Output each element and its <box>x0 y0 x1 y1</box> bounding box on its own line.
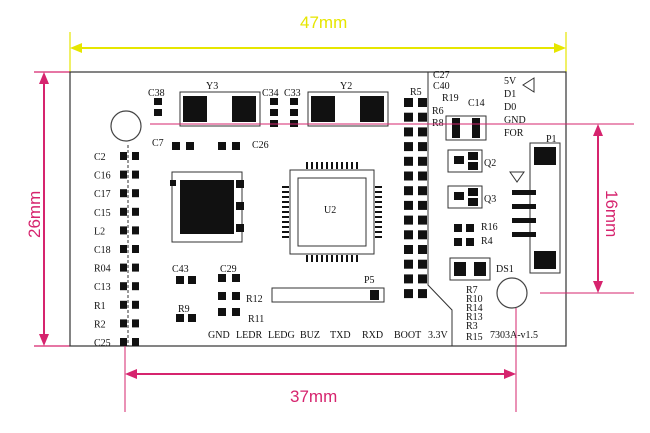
width-dimension <box>69 32 567 72</box>
crystal-y3 <box>179 91 261 127</box>
transistor-q2 <box>447 149 483 173</box>
label-c33: C33 <box>284 88 301 99</box>
small-ic-left <box>170 171 244 243</box>
left-pad-column <box>120 152 139 346</box>
bottom-pin-ledg: LEDG <box>268 330 295 341</box>
left-label-c25: C25 <box>94 338 111 349</box>
right-pin-column <box>404 98 427 299</box>
label-c40: C40 <box>433 81 450 92</box>
left-label-c17: C17 <box>94 189 111 200</box>
connector-pin-gnd: GND <box>504 115 526 126</box>
width-label: 47mm <box>300 13 347 32</box>
capacitor-c14 <box>445 115 487 141</box>
pin-span-label: 37mm <box>290 387 337 406</box>
label-r4: R4 <box>481 236 493 247</box>
connector-span-label: 16mm <box>602 190 621 237</box>
bottom-pin-txd: TXD <box>330 330 351 341</box>
label-r6: R6 <box>432 106 444 117</box>
p5-label: P5 <box>364 275 375 286</box>
label-r10: R10 <box>466 294 483 305</box>
mounting-hole-left <box>110 110 142 142</box>
left-label-c13: C13 <box>94 282 111 293</box>
height-label: 26mm <box>25 191 44 238</box>
crystal-y2 <box>307 91 389 127</box>
label-r16: R16 <box>481 222 498 233</box>
p1-label: P1 <box>546 134 557 145</box>
label-r5: R5 <box>410 87 422 98</box>
mid-smd-pads <box>176 274 240 322</box>
bottom-pin-ledr: LEDR <box>236 330 262 341</box>
transistor-q3 <box>447 185 483 209</box>
label-r12: R12 <box>246 294 263 305</box>
mounting-hole-right <box>496 277 528 309</box>
led-ds1 <box>449 257 491 281</box>
bottom-pin-rxd: RXD <box>362 330 383 341</box>
left-label-r1: R1 <box>94 301 106 312</box>
label-c34: C34 <box>262 88 279 99</box>
left-label-c2: C2 <box>94 152 106 163</box>
y2-label: Y2 <box>340 81 352 92</box>
left-label-c18: C18 <box>94 245 111 256</box>
height-dimension <box>34 71 70 347</box>
connector-pin-d1: D1 <box>504 89 516 100</box>
label-r11: R11 <box>248 314 264 325</box>
left-label-l2: L2 <box>94 226 105 237</box>
board-revision: 7303A-v1.5 <box>490 330 538 341</box>
bottom-pin-buz: BUZ <box>300 330 320 341</box>
bottom-pin-boot: BOOT <box>394 330 421 341</box>
connector-pin-d0: D0 <box>504 102 516 113</box>
label-r15: R15 <box>466 332 483 343</box>
u2-label: U2 <box>324 205 336 216</box>
label-r14: R14 <box>466 303 483 314</box>
header-p5 <box>271 287 385 303</box>
label-r19: R19 <box>442 93 459 104</box>
left-label-c16: C16 <box>94 171 111 182</box>
left-label-r04: R04 <box>94 264 111 275</box>
connector-pin-for: FOR <box>504 128 524 139</box>
q3-label: Q3 <box>484 194 496 205</box>
pin-span-dimension <box>124 308 517 412</box>
label-c27: C27 <box>433 70 450 81</box>
label-r9: R9 <box>178 304 190 315</box>
ds1-label: DS1 <box>496 264 514 275</box>
left-label-c15: C15 <box>94 208 111 219</box>
y3-label: Y3 <box>206 81 218 92</box>
connector-pin-5v: 5V <box>504 76 517 87</box>
label-r3: R3 <box>466 321 478 332</box>
label-c43: C43 <box>172 264 189 275</box>
connector-p1 <box>512 147 556 269</box>
left-label-r2: R2 <box>94 319 106 330</box>
label-c7: C7 <box>152 138 164 149</box>
mcu-u2 <box>282 162 382 262</box>
bottom-pin-3-3v: 3.3V <box>428 330 449 341</box>
bottom-pin-gnd: GND <box>208 330 230 341</box>
label-c14: C14 <box>468 98 485 109</box>
r16-r4-pads <box>454 224 474 246</box>
connector-span-dimension <box>150 123 634 294</box>
label-c26: C26 <box>252 140 269 151</box>
label-c29: C29 <box>220 264 237 275</box>
label-c38: C38 <box>148 88 165 99</box>
label-r13: R13 <box>466 312 483 323</box>
q2-label: Q2 <box>484 158 496 169</box>
bottom-pin-labels: GND LEDR LEDG BUZ TXD RXD BOOT 3.3V <box>208 330 449 341</box>
label-r7: R7 <box>466 285 478 296</box>
